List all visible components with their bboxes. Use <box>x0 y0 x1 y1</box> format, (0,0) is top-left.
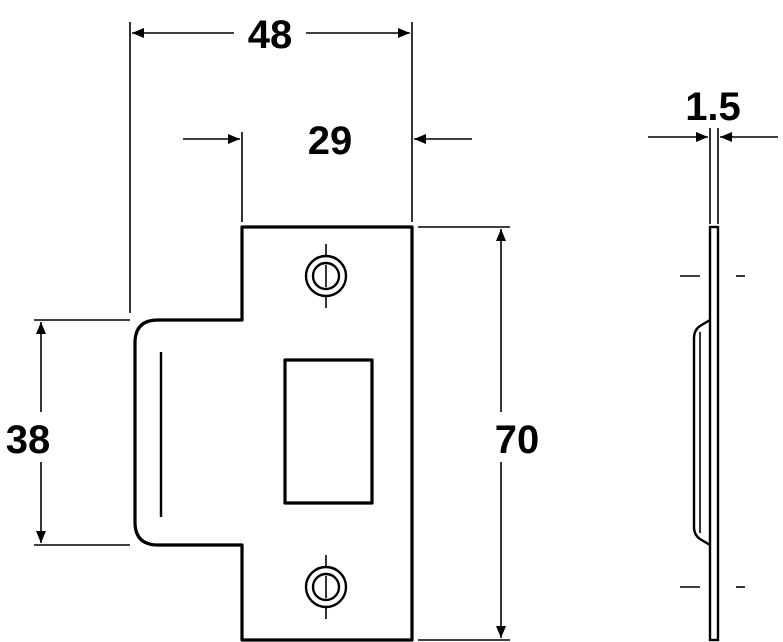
dimension-label-48: 48 <box>248 13 293 57</box>
plate-outline <box>133 225 414 642</box>
side-tongue-profile <box>692 318 711 547</box>
dimension-48: 48 <box>129 13 413 313</box>
front-view <box>133 225 414 642</box>
dimension-70: 70 <box>418 226 540 641</box>
bottom-screw-hole <box>304 555 348 619</box>
latch-opening <box>283 358 374 505</box>
dimension-label-70: 70 <box>495 418 540 462</box>
top-screw-hole <box>304 244 348 308</box>
dimension-label-1-5: 1.5 <box>685 85 741 129</box>
dimension-label-29: 29 <box>308 119 353 163</box>
dimension-29: 29 <box>183 119 472 222</box>
dimension-label-38: 38 <box>6 418 51 462</box>
side-view <box>680 225 745 642</box>
dimension-38: 38 <box>6 319 130 546</box>
side-plate <box>708 225 720 642</box>
dimension-1-5: 1.5 <box>648 85 778 224</box>
